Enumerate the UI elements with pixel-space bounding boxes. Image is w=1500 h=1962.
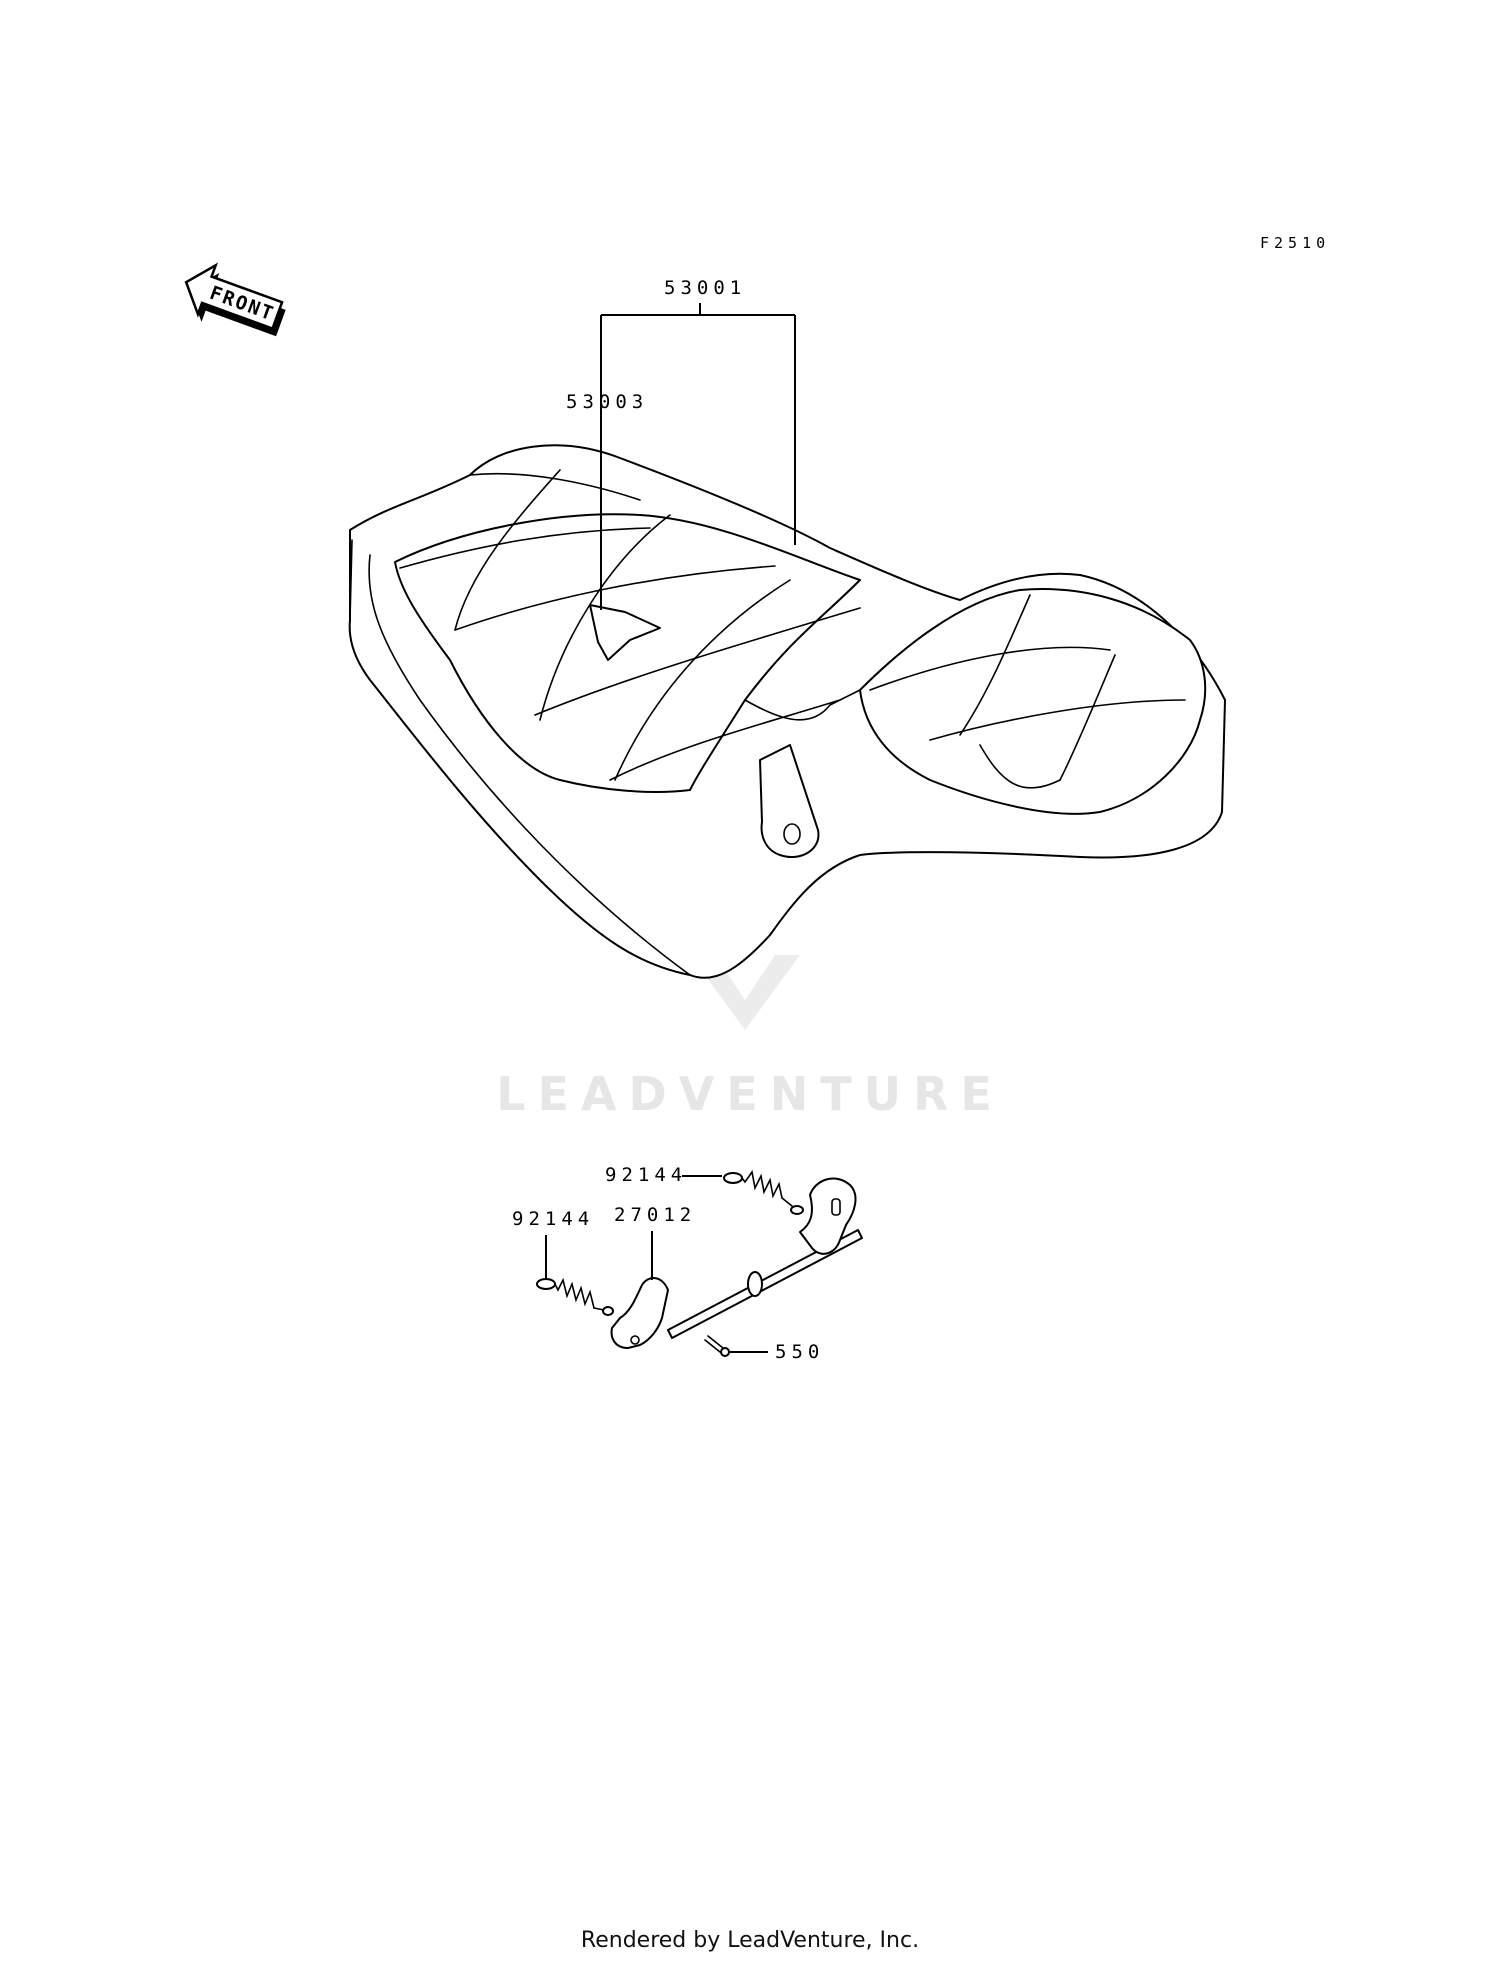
callout-92144-left: 92144 (512, 1208, 594, 1278)
callout-label-53001: 53001 (664, 277, 746, 299)
callout-label-92144-left: 92144 (512, 1208, 594, 1230)
callout-53003: 53003 (566, 391, 648, 413)
rendered-by-footer: Rendered by LeadVenture, Inc. (581, 1928, 919, 1953)
callout-27012: 27012 (614, 1204, 696, 1280)
front-arrow-icon: FRONT (184, 262, 286, 337)
seat-assembly-drawing (348, 444, 1226, 979)
spring-left-drawing (536, 1277, 614, 1316)
callout-550: 550 (730, 1341, 824, 1363)
figure-code: F2510 (1260, 234, 1330, 252)
callout-53001: 53001 (600, 277, 796, 610)
spring-right-drawing (723, 1169, 804, 1215)
callout-label-92144-right: 92144 (605, 1164, 687, 1186)
callout-label-550: 550 (775, 1341, 824, 1363)
callout-label-53003: 53003 (566, 391, 648, 413)
watermark-text: LEADVENTURE (496, 1067, 1004, 1121)
cotter-pin-drawing (704, 1335, 730, 1357)
callout-92144-right: 92144 (605, 1164, 722, 1186)
latch-assembly-drawing (536, 1169, 863, 1357)
callout-label-27012: 27012 (614, 1204, 696, 1226)
